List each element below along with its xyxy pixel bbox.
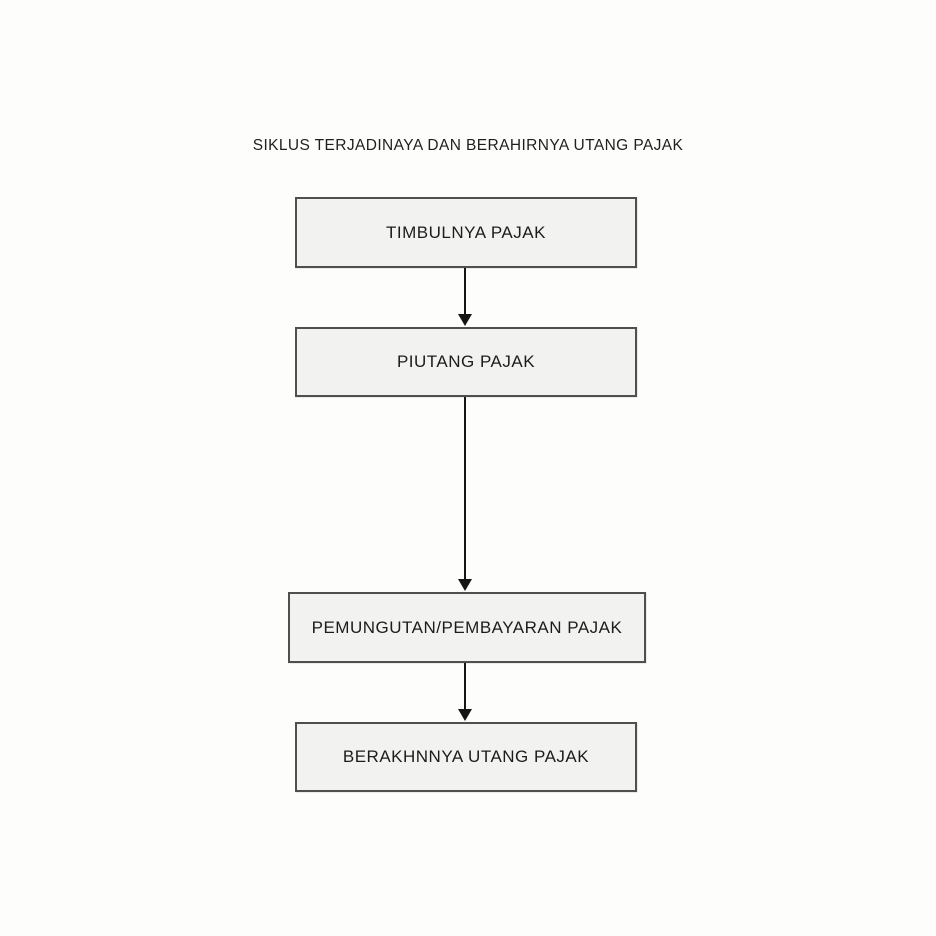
diagram-title: SIKLUS TERJADINAYA DAN BERAHIRNYA UTANG … [252,137,684,154]
arrow-shaft [464,268,466,315]
arrowhead-icon [458,579,472,591]
flow-node-berakhnnya-utang-pajak: BERAKHNNYA UTANG PAJAK [295,722,637,792]
arrow-down-2 [457,397,473,591]
arrow-shaft [464,663,466,710]
flow-node-label: BERAKHNNYA UTANG PAJAK [342,747,590,766]
flow-node-piutang-pajak: PIUTANG PAJAK [295,327,637,397]
flow-node-label: PIUTANG PAJAK [396,352,536,371]
flow-node-timbulnya-pajak: TIMBULNYA PAJAK [295,197,637,268]
arrow-down-3 [457,663,473,721]
flow-node-label: TIMBULNYA PAJAK [386,222,546,242]
arrow-shaft [464,397,466,580]
flow-node-pemungutan-pembayaran-pajak: PEMUNGUTAN/PEMBAYARAN PAJAK [288,592,646,663]
arrowhead-icon [458,314,472,326]
arrowhead-icon [458,709,472,721]
flow-node-label: PEMUNGUTAN/PEMBAYARAN PAJAK [311,617,623,637]
arrow-down-1 [457,268,473,326]
